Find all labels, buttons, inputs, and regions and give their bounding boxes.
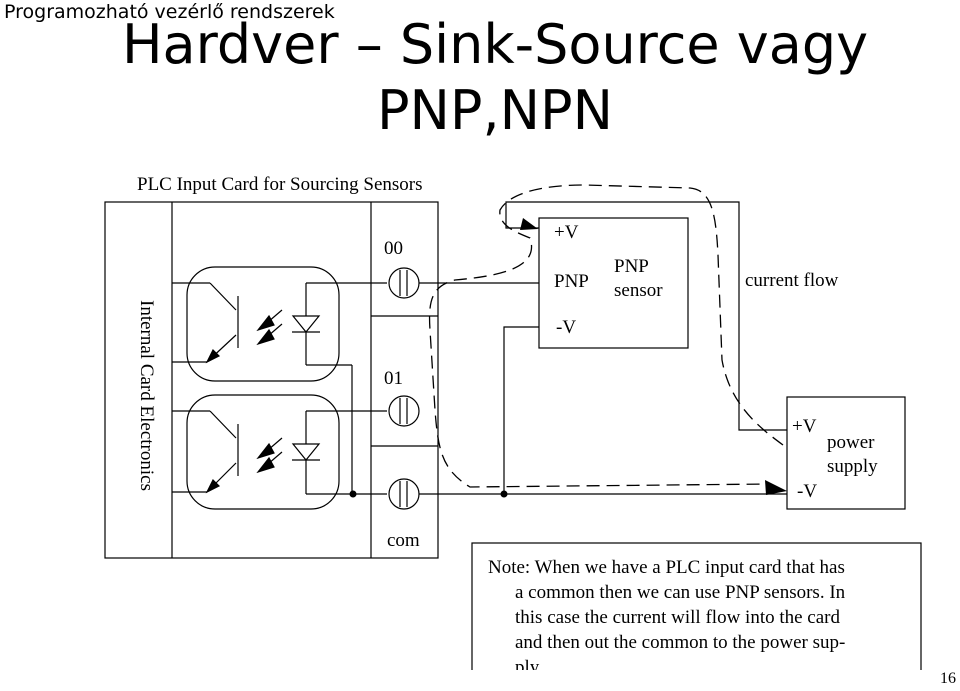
- junction-dot-com: [500, 490, 508, 498]
- supply-label-line1: power: [827, 432, 875, 453]
- current-flow-label: current flow: [745, 270, 839, 291]
- note-line-2: a common then we can use PNP sensors. In: [515, 582, 846, 603]
- terminal-com: [388, 478, 420, 510]
- note-line-1: Note: When we have a PLC input card that…: [488, 557, 845, 578]
- side-label: Internal Card Electronics: [136, 300, 157, 491]
- junction-dot-internal: [349, 490, 357, 498]
- course-header: Programozható vezérlő rendszerek: [4, 1, 335, 23]
- power-supply-box: [786, 396, 906, 510]
- note-line-4: and then out the common to the power sup…: [515, 632, 845, 653]
- optocoupler-00: [172, 266, 352, 382]
- terminal-00-label: 00: [384, 238, 403, 259]
- current-flow-path: [428, 184, 784, 488]
- supply-label-line2: supply: [827, 456, 878, 477]
- sensor-plus-v: +V: [554, 222, 579, 243]
- current-flow-arrow-supply: [765, 480, 787, 495]
- card-title: PLC Input Card for Sourcing Sensors: [137, 174, 423, 195]
- pnp-sensor-box: [538, 217, 689, 349]
- page-number: 16: [940, 670, 956, 687]
- note-line-3: this case the current will flow into the…: [515, 607, 841, 628]
- terminal-01: [388, 395, 420, 427]
- note-line-5: ply.: [515, 657, 543, 678]
- sensor-name-line2: sensor: [614, 280, 663, 301]
- optocoupler-01: [172, 394, 387, 510]
- slide-title-line1: Hardver – Sink-Source vagy: [121, 13, 869, 76]
- supply-plus-v: +V: [792, 416, 817, 437]
- slide-title-line2: PNP,NPN: [376, 79, 614, 142]
- plc-input-card: [104, 201, 439, 559]
- external-wiring: [419, 201, 787, 495]
- current-flow-arrow-sensor: [520, 218, 538, 230]
- supply-minus-v: -V: [797, 481, 817, 502]
- terminal-com-label: com: [387, 530, 420, 551]
- sensor-name-line1: PNP: [614, 256, 649, 277]
- note-box: [471, 542, 922, 670]
- terminal-01-label: 01: [384, 368, 403, 389]
- sensor-pnp-label: PNP: [554, 271, 589, 292]
- terminal-00: [388, 267, 420, 299]
- sensor-minus-v: -V: [556, 317, 576, 338]
